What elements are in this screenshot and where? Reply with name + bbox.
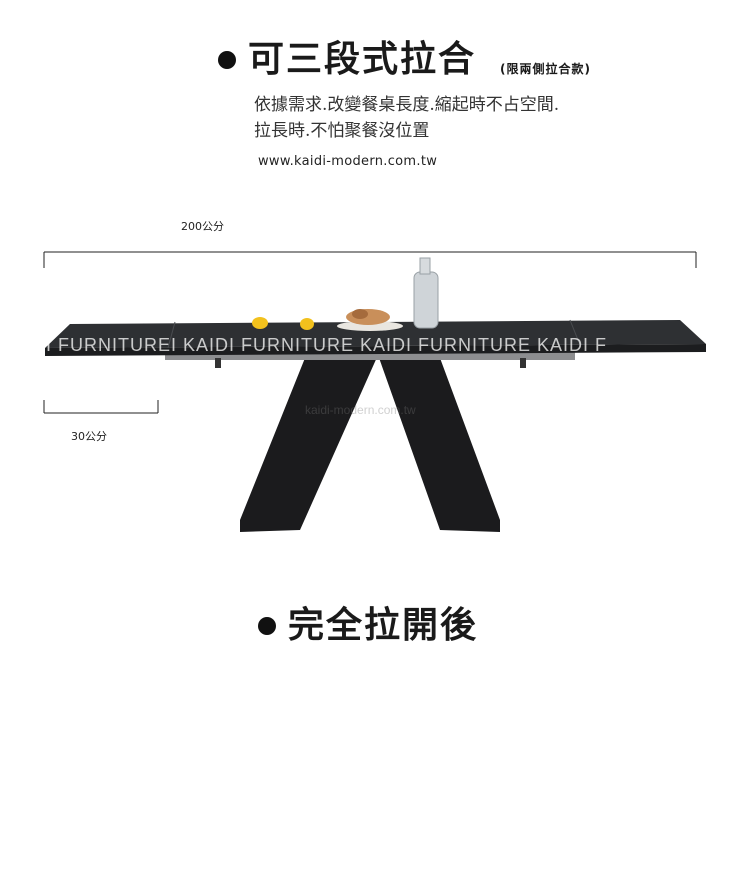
table-leg-left [240,355,378,532]
tabletop-edge [45,344,706,356]
tabletop [45,320,706,348]
total-length-label: 200公分 [181,220,224,233]
watermark-url: kaidi-modern.com.tw [305,403,416,417]
bullet-icon [258,617,276,635]
description-line-2: 拉長時.不怕聚餐沒位置 [254,121,430,141]
section1-heading: 可三段式拉合 (限兩側拉合款) [218,40,618,84]
lemon-icon [300,318,314,330]
plate-icon [337,321,403,331]
table-leg-right [378,355,500,532]
website-url: www.kaidi-modern.com.tw [258,154,438,169]
section1-description: 依據需求.改變餐桌長度.縮起時不占空間. 拉長時.不怕聚餐沒位置 [254,92,559,144]
extension-length-label: 30公分 [71,430,107,443]
watermark-brand: KAIDI FURNITUREI KAIDI FURNITURE KAIDI F… [0,335,608,355]
description-line-1: 依據需求.改變餐桌長度.縮起時不占空間. [254,95,560,115]
section2-title: 完全拉開後 [288,605,479,646]
section1-note: (限兩側拉合款) [500,62,591,76]
section1-title: 可三段式拉合 [248,39,477,80]
section2-heading: 完全拉開後 [258,606,518,650]
bullet-icon [218,51,236,69]
lemon-icon [252,317,268,329]
